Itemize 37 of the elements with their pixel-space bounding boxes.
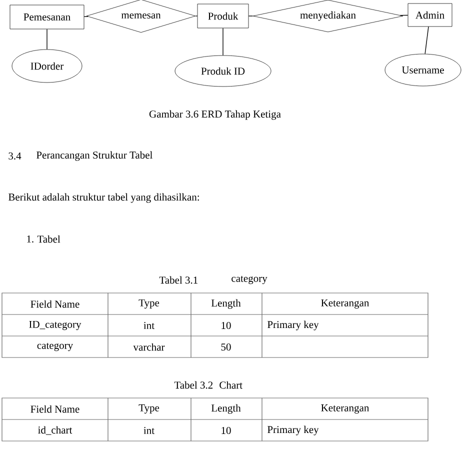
table-cell: ID_category [29,320,82,330]
table-cell: Primary key [268,426,319,436]
table-cell: Keterangan [321,404,370,414]
connector-line [400,14,408,16]
table-cell: id_chart [38,426,72,435]
table-cell: varchar [133,343,165,351]
table-cell: Type [138,299,160,309]
table-cell: Type [138,404,160,414]
table-cell: Field Name [30,405,80,413]
table-cell: Length [211,299,241,309]
table-cell: 10 [222,426,231,434]
connector-line [84,16,88,17]
table-cell: Keterangan [321,299,370,309]
body-text: Berikut adalah struktur tabel yang dihasilkan: [8,193,199,203]
list-number: 1. [27,235,34,243]
entity-box: Produk [197,4,249,28]
table-cell: category [37,342,74,352]
table-cell: int [144,426,154,434]
table-caption: Tabel 3.1 [159,276,198,284]
section-heading: Perancangan Struktur Tabel [36,151,152,161]
list-item: Tabel [37,235,60,243]
entity-box: Pemesanan [10,4,84,30]
table-cell: Length [211,404,241,414]
figure-caption: Gambar 3.6 ERD Tahap Ketiga [149,110,281,120]
connector-line [222,28,224,56]
table-caption: Chart [220,381,242,389]
table-cell: 10 [222,322,231,330]
table-caption: Tabel 3.2 [174,381,213,389]
connector-line [46,28,48,50]
entity-box: Admin [408,3,452,27]
table-cell: Primary key [268,320,319,330]
table-cell: 50 [221,343,231,351]
connector-line [424,26,429,54]
table-cell: Field Name [30,300,80,308]
section-number: 3.4 [8,152,22,160]
table-caption: category [232,276,268,284]
table-cell: int [144,322,154,330]
